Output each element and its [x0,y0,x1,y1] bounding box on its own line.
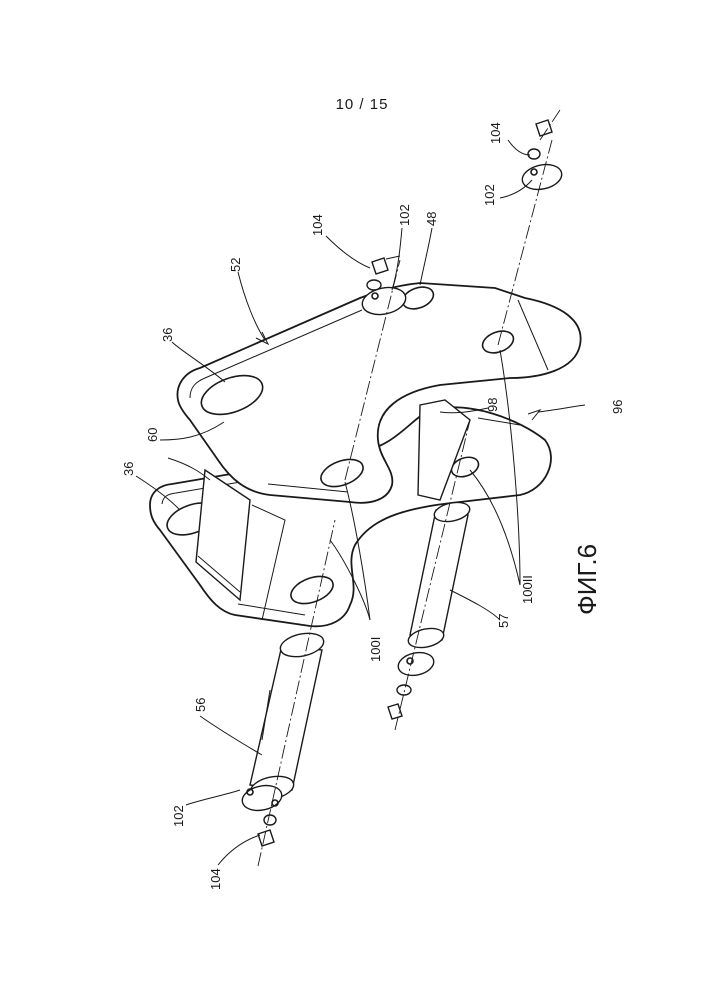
label-102-mid: 102 [397,204,412,226]
label-104-mid: 104 [310,214,325,236]
label-100-II: 100II [520,575,535,604]
label-102-right: 102 [482,184,497,206]
label-60: 60 [145,428,160,442]
pin-57 [407,499,472,650]
label-48: 48 [424,212,439,226]
label-98: 98 [485,398,500,412]
label-36-lower: 36 [121,462,136,476]
label-36-upper: 36 [160,328,175,342]
label-96: 96 [610,400,625,414]
pin-56 [248,630,326,804]
label-100-I: 100I [368,637,383,662]
fastener-set-upper-right [520,120,564,193]
figure-caption: ФИГ.6 [572,544,602,615]
label-104-right: 104 [488,122,503,144]
label-56: 56 [193,698,208,712]
label-57: 57 [496,614,511,628]
label-104-lower: 104 [208,868,223,890]
label-102-lower: 102 [171,805,186,827]
label-52: 52 [228,258,243,272]
fastener-set-lower-left [240,782,284,846]
